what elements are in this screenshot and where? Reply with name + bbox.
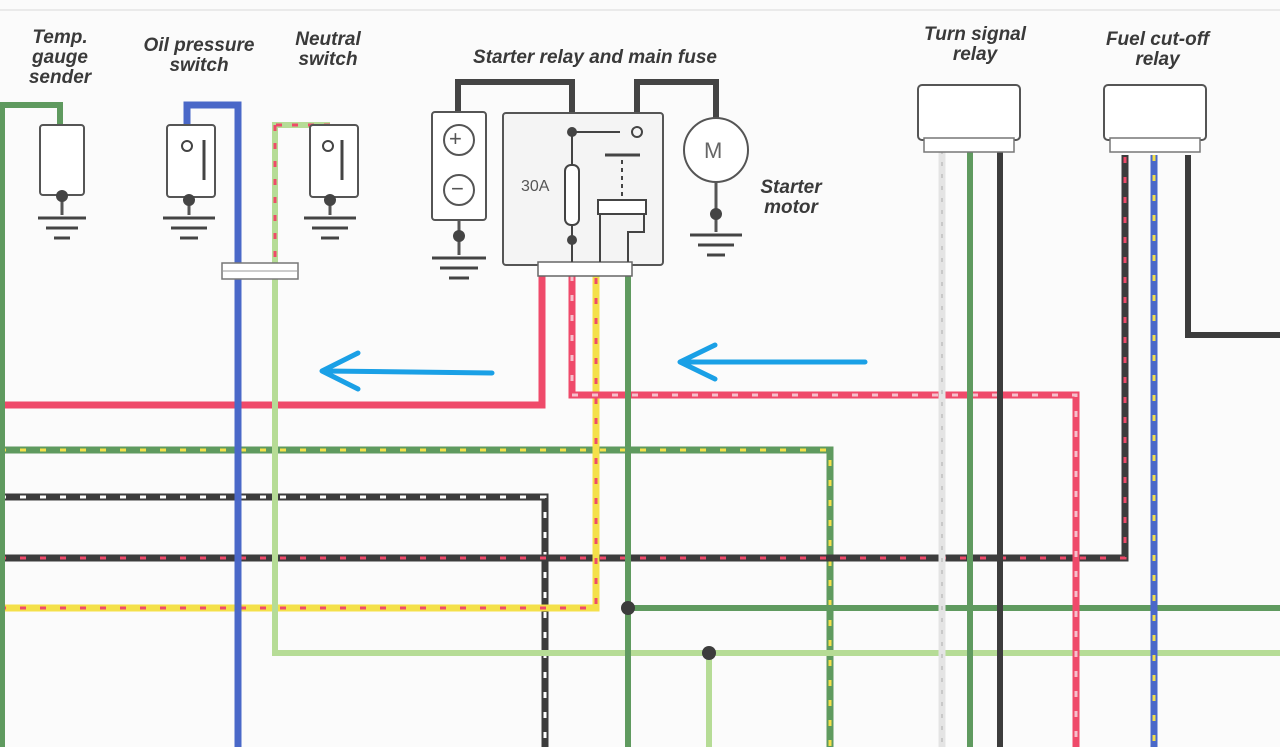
wire-red-horizontal [0,275,546,409]
fuel-cutoff-relay-label: Fuel cut-off relay [1105,29,1210,70]
wire-green-left-edge [0,102,63,747]
fuse-rating-label: 30A [521,178,550,195]
arrow-left-icon [677,342,868,382]
oil-pressure-switch-component [163,124,216,240]
neutral-switch-label: Neutral switch [295,29,361,70]
wire-black-fuel [1185,155,1280,338]
starter-relay-label: Starter relay and main fuse [473,47,717,68]
wire-yellow-red-horizontal [0,275,600,612]
oil-pressure-switch-label: Oil pressure switch [143,35,255,76]
wire-black-red-horizontal [0,155,1129,562]
fuel-cutoff-relay-component [1103,84,1207,153]
motor-symbol: M [704,138,723,163]
wire-blue-oil-pressure [183,101,242,747]
wire-red-white-horizontal [568,275,1080,747]
battery-component [431,79,575,280]
wire-light-green-horizontal [272,122,1280,656]
turn-signal-relay-component [917,84,1021,153]
neutral-switch-component [304,124,359,240]
starter-relay-component [502,79,719,277]
temp-gauge-sender-component [38,124,86,240]
starter-motor-label: Starter motor [760,177,822,218]
turn-signal-relay-label: Turn signal relay [923,24,1027,65]
temp-gauge-sender-label: Temp. gauge sender [28,27,92,88]
arrow-left-icon [319,350,495,392]
starter-motor-component [683,117,749,257]
junction-dot [702,646,716,660]
battery-plus-symbol: + [449,126,462,151]
battery-minus-symbol: − [451,176,464,201]
wire-black-white-horizontal [0,493,549,747]
junction-dot [621,601,635,615]
